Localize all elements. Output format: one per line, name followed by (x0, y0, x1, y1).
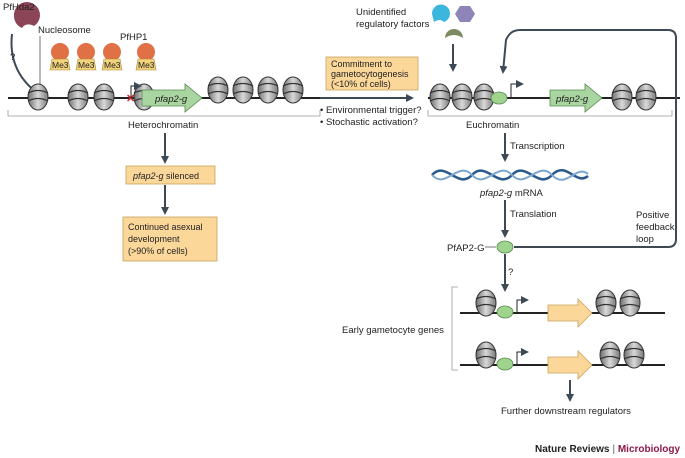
early-gene-row-1 (475, 289, 641, 328)
trigger-2: • Stochastic activation? (320, 117, 418, 128)
nucleosome-7 (257, 76, 279, 104)
journal-credit: Nature Reviews | Microbiology (535, 444, 681, 455)
factor-blue (431, 4, 450, 22)
regulatory-factors (431, 4, 475, 38)
svg-text:Me3: Me3 (78, 60, 95, 70)
nucleosome-2 (67, 83, 89, 111)
hp1-me3-2: Me3 (75, 43, 97, 71)
euchromatin-bracket (427, 110, 673, 117)
tss-arrow-right (510, 80, 524, 98)
pfhda2-label: PfHda2 (3, 2, 35, 13)
pfap2g-gene-left (141, 83, 203, 113)
asexual-box (122, 216, 218, 262)
factors-line-2: regulatory factors (356, 19, 430, 30)
nucleosome-6 (232, 76, 254, 104)
pfap2g-gene-right-label: pfap2-g (555, 94, 589, 105)
commitment-line-3: (<10% of cells) (331, 79, 391, 89)
svg-text:Me3: Me3 (52, 60, 69, 70)
hp1-me3-4: Me3 (135, 43, 157, 71)
early-genes-label: Early gametocyte genes (342, 325, 444, 336)
pfap2g-protein (496, 240, 514, 254)
pfap2g-protein-label: PfAP2-G (447, 243, 485, 254)
pfhda2-enzyme (13, 2, 40, 29)
transcription-label: Transcription (510, 141, 565, 152)
euchromatin-label: Euchromatin (466, 120, 519, 131)
feedback-line-3: loop (636, 234, 654, 245)
asexual-line-3: (>90% of cells) (128, 246, 188, 256)
heterochromatin-bracket (7, 110, 321, 117)
svg-text:Me3: Me3 (104, 60, 121, 70)
hp1-me3-3: Me3 (101, 43, 123, 71)
commitment-line-1: Commitment to (331, 59, 392, 69)
factor-olive (445, 29, 463, 38)
mrna-helix (431, 169, 589, 181)
factor-purple (455, 6, 475, 22)
asexual-line-1: Continued asexual (128, 222, 203, 232)
pfap2g-gene-right (549, 83, 603, 113)
nucleosome-r4 (611, 83, 633, 111)
nucleosome-5 (207, 76, 229, 104)
svg-text:Me3: Me3 (138, 60, 155, 70)
silenced-box (125, 165, 216, 185)
commitment-box (325, 56, 419, 91)
nucleosome-3 (93, 83, 115, 111)
nucleosome-8 (282, 76, 304, 104)
nucleosome-r5 (635, 83, 657, 111)
factors-line-1: Unidentified (356, 7, 406, 18)
early-genes-bracket (451, 286, 458, 371)
pfhda2-question: ? (10, 52, 15, 63)
silenced-label: pfap2-g silenced (132, 171, 199, 181)
nucleosome-r2 (451, 83, 473, 111)
nucleosome-r1 (429, 83, 451, 111)
pfap2g-gene-left-label: pfap2-g (154, 94, 188, 105)
early-gene-row-2 (475, 341, 645, 380)
asexual-line-2: development (128, 234, 180, 244)
me3-marks: Me3 Me3 Me3 Me3 (49, 43, 157, 71)
downstream-label: Further downstream regulators (501, 406, 631, 417)
pfap2g-protein-bound (490, 91, 508, 105)
blocked-mark: ✕ (126, 93, 135, 105)
trigger-1: • Environmental trigger? (320, 105, 422, 116)
commitment-line-2: gametocytogenesis (331, 69, 409, 79)
hp1-me3-1: Me3 (49, 43, 71, 71)
nucleosome-1 (27, 83, 49, 111)
feedback-line-2: feedback (636, 222, 675, 233)
pfhda2-arrow (10, 33, 38, 94)
euchromatin-nucleosomes (429, 83, 657, 111)
pfhp1-label: PfHP1 (120, 32, 147, 43)
feedback-loop-arrow (499, 29, 677, 248)
tss-arrow-left (130, 82, 142, 98)
translation-label: Translation (510, 209, 557, 220)
heterochromatin-label: Heterochromatin (128, 120, 198, 131)
mrna-label: pfap2-g mRNA (479, 188, 544, 199)
heterochromatin-nucleosomes (27, 76, 304, 111)
feedback-line-1: Positive (636, 210, 669, 221)
activation-question: ? (508, 267, 513, 278)
nucleosome-label: Nucleosome (38, 25, 91, 36)
